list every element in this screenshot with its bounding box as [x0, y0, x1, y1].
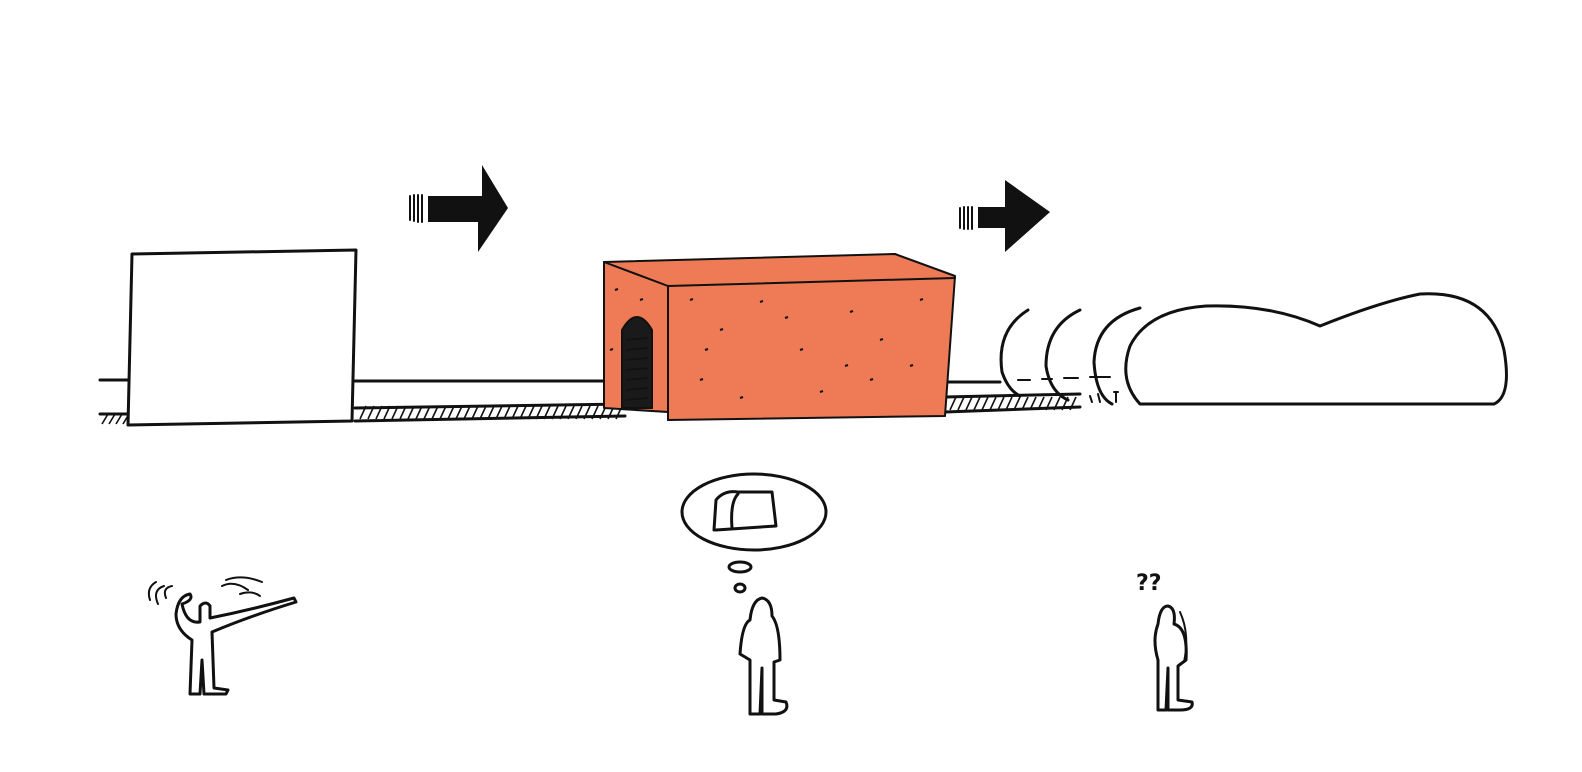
hatch-stroke — [455, 405, 463, 420]
hatch-stroke — [973, 396, 981, 411]
arched-doorway — [621, 316, 653, 409]
hatch-stroke — [415, 405, 423, 420]
hatch-stroke — [495, 405, 503, 420]
speckle-mark — [869, 378, 874, 381]
hatch-stroke — [957, 396, 965, 411]
ground-hatch-middle — [359, 405, 623, 420]
arrow-right-icon — [409, 165, 508, 252]
speckle-mark — [759, 300, 764, 303]
hatch-stroke — [439, 405, 447, 420]
speckle-mark — [699, 378, 704, 381]
speckle-mark — [879, 338, 884, 341]
hatch-stroke — [101, 413, 109, 425]
soft-cloud-form — [1124, 292, 1508, 406]
speckle-mark — [849, 310, 854, 313]
speckle-mark — [739, 396, 744, 399]
brick-texture-speckles — [609, 288, 924, 399]
hatch-stroke — [997, 396, 1005, 411]
speckle-mark — [799, 348, 804, 351]
hatch-stroke — [575, 405, 583, 420]
speckle-mark — [689, 298, 694, 301]
speckle-mark — [704, 348, 709, 351]
question-marks: ?? — [1136, 571, 1162, 596]
hatch-stroke — [965, 396, 973, 411]
hatch-stroke — [1021, 396, 1029, 411]
hatch-stroke — [407, 405, 415, 420]
standing-person-icon — [738, 596, 789, 716]
speckle-mark — [819, 390, 824, 393]
ground-strip — [98, 376, 1111, 423]
hatch-stroke — [1005, 396, 1013, 411]
confused-figure: ?? — [1136, 571, 1194, 712]
hatch-stroke — [471, 405, 479, 420]
hatch-stroke — [503, 405, 511, 420]
hatch-stroke — [519, 405, 527, 420]
speckle-mark — [784, 316, 789, 319]
hatch-stroke — [463, 405, 471, 420]
plain-block — [126, 248, 358, 427]
hatch-stroke — [535, 405, 543, 420]
hatch-stroke — [559, 405, 567, 420]
hatch-stroke — [383, 405, 391, 420]
thinking-figure — [680, 472, 828, 716]
hatch-stroke — [1053, 396, 1061, 411]
gesturing-person-icon — [174, 592, 298, 696]
speckle-mark — [614, 288, 619, 291]
hatch-stroke — [1069, 396, 1077, 411]
hatch-stroke — [479, 405, 487, 420]
hatch-stroke — [1045, 396, 1053, 411]
hatch-stroke — [447, 405, 455, 420]
hatch-stroke — [989, 396, 997, 411]
hatch-stroke — [949, 396, 957, 411]
arrow-right-icon — [959, 180, 1050, 252]
architect-figure — [147, 576, 298, 696]
hatch-stroke — [981, 396, 989, 411]
standing-person-icon — [1153, 604, 1194, 712]
hatch-stroke — [543, 405, 551, 420]
speckle-mark — [844, 364, 849, 367]
thought-bubble-icon — [680, 472, 828, 594]
hatch-stroke — [391, 405, 399, 420]
hatch-stroke — [115, 413, 123, 425]
hatch-stroke — [551, 405, 559, 420]
hatch-stroke — [583, 405, 591, 420]
speckle-mark — [639, 298, 644, 301]
hatch-stroke — [591, 405, 599, 420]
hatch-stroke — [423, 405, 431, 420]
textured-brick-volume — [603, 253, 956, 421]
hatch-stroke — [367, 405, 375, 420]
hatch-stroke — [1037, 396, 1045, 411]
hatch-stroke — [359, 405, 367, 420]
hatch-stroke — [487, 405, 495, 420]
hatch-stroke — [431, 405, 439, 420]
hatch-stroke — [567, 405, 575, 420]
motion-arcs — [999, 306, 1142, 406]
hatch-stroke — [1013, 396, 1021, 411]
hatch-stroke — [1029, 396, 1037, 411]
hatch-stroke — [399, 405, 407, 420]
speckle-mark — [719, 328, 724, 331]
hatch-stroke — [375, 405, 383, 420]
hatch-stroke — [108, 413, 116, 425]
speckle-mark — [909, 364, 914, 367]
speckle-mark — [609, 348, 614, 351]
speckle-mark — [919, 298, 924, 301]
hatch-stroke — [527, 405, 535, 420]
hatch-stroke — [511, 405, 519, 420]
